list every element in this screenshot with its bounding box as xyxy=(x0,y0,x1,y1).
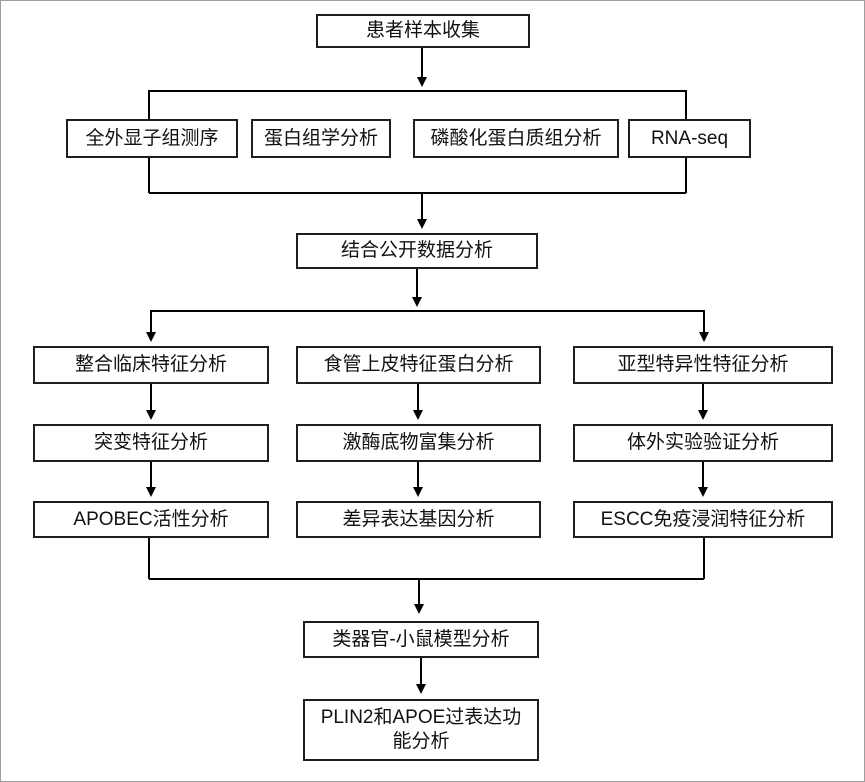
node-epithelial-protein-analysis: 食管上皮特征蛋白分析 xyxy=(296,346,541,384)
node-clinical-feature-analysis: 整合临床特征分析 xyxy=(33,346,269,384)
node-subtype-specific-analysis: 亚型特异性特征分析 xyxy=(573,346,833,384)
node-mutation-signature-analysis: 突变特征分析 xyxy=(33,424,269,462)
node-whole-exome-sequencing: 全外显子组测序 xyxy=(66,119,238,158)
node-apobec-activity-analysis: APOBEC活性分析 xyxy=(33,501,269,538)
node-in-vitro-validation: 体外实验验证分析 xyxy=(573,424,833,462)
node-plin2-apoe-overexpression: PLIN2和APOE过表达功能分析 xyxy=(303,699,539,761)
node-kinase-substrate-enrichment: 激酶底物富集分析 xyxy=(296,424,541,462)
node-patient-sample-collection: 患者样本收集 xyxy=(316,14,530,48)
node-proteomics-analysis: 蛋白组学分析 xyxy=(251,119,391,158)
node-rna-seq: RNA-seq xyxy=(628,119,751,158)
node-phosphoproteomics-analysis: 磷酸化蛋白质组分析 xyxy=(413,119,619,158)
node-escc-immune-infiltration: ESCC免疫浸润特征分析 xyxy=(573,501,833,538)
node-organoid-mouse-model: 类器官-小鼠模型分析 xyxy=(303,621,539,658)
node-public-data-analysis: 结合公开数据分析 xyxy=(296,233,538,269)
node-differential-expression-analysis: 差异表达基因分析 xyxy=(296,501,541,538)
